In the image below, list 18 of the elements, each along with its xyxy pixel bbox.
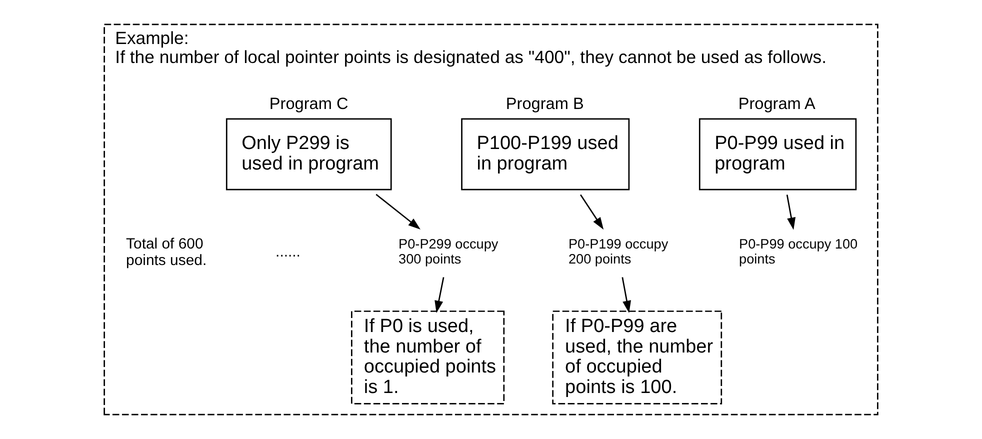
label: ......	[276, 244, 300, 261]
arrow	[434, 277, 444, 313]
node-box: P0-P99 used in program	[698, 118, 857, 190]
arrow	[580, 194, 604, 230]
arrow	[622, 277, 632, 313]
node-label: Program C	[269, 94, 348, 113]
node-box: If P0-P99 are used, the number of occupied points is 100.	[552, 310, 722, 404]
node-label: Program A	[738, 94, 816, 113]
node-label: Program B	[506, 94, 584, 113]
label: Total of 600 points used.	[126, 235, 207, 269]
node-box: P100-P199 used in program	[461, 118, 630, 190]
arrow	[376, 194, 420, 230]
node-text: P0-P299 occupy 300 points	[398, 236, 498, 267]
node-box: If P0 is used, the number of occupied points is 1.	[351, 310, 505, 404]
arrow	[786, 194, 796, 230]
node-text: P0-P99 occupy 100 points	[739, 236, 858, 267]
node-text: P0-P199 occupy 200 points	[568, 236, 668, 267]
node-box: Only P299 is used in program	[226, 118, 392, 190]
